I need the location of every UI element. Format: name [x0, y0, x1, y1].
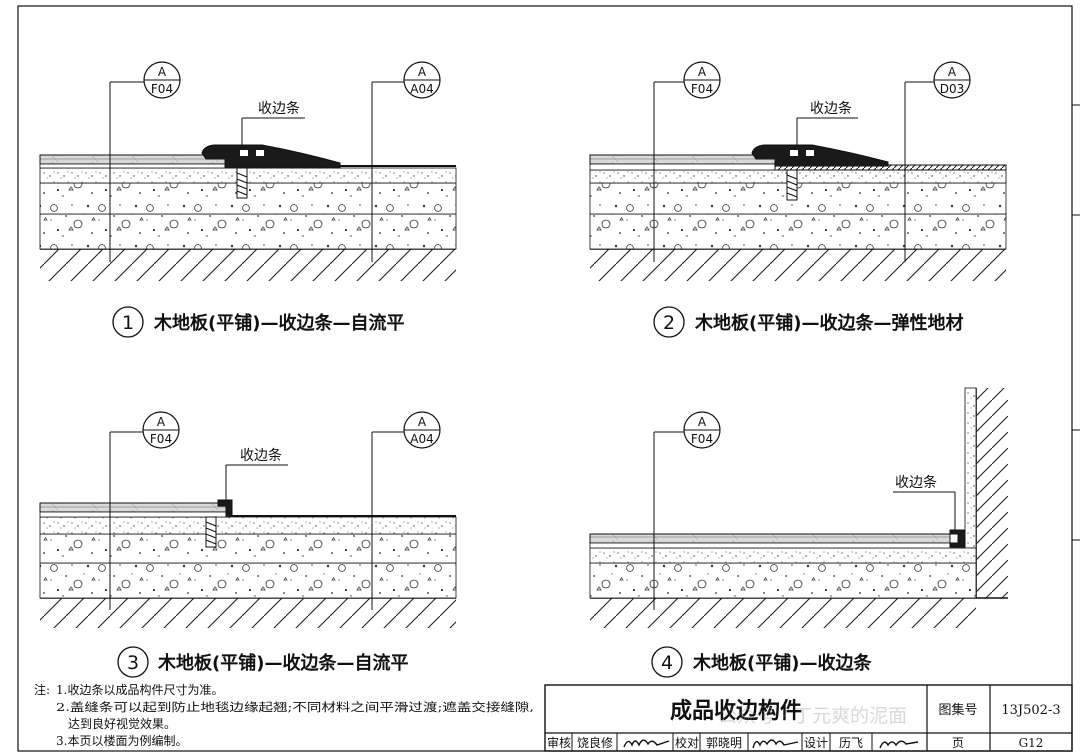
sheet-title: 成品收边构件	[670, 698, 802, 724]
slab-layer	[39, 213, 457, 250]
earth-layer	[590, 598, 976, 628]
index-bottom: F04	[151, 82, 173, 96]
review-label: 审核	[547, 735, 571, 750]
checker-signature	[752, 739, 799, 749]
detail-number: 4	[661, 652, 673, 674]
wood-floor	[589, 154, 776, 165]
detail-title: 木地板(平铺)—收边条—自流平	[153, 312, 404, 334]
watermark: 公众号 · 丁元爽的泥面	[718, 705, 907, 727]
detail-3: 收边条 A F04 A A04 3 木地板(平铺)—收边条—自流平	[39, 411, 457, 678]
sheet-border	[17, 5, 1073, 752]
callout-label: 收边条	[240, 447, 282, 464]
page-number: G12	[1019, 736, 1044, 750]
slab-layer	[39, 562, 457, 599]
index-top: A	[698, 415, 707, 429]
notes: 注: 1.收边条以成品构件尺寸为准。 2.盖缝条可以起到防止地毯边缘起翘;不同材…	[34, 682, 534, 748]
screw-thread	[205, 521, 217, 545]
detail-2: 收边条 A F04 A D03 2 木地板(平铺)—收边条—弹性地材	[589, 61, 1007, 338]
resilient-floor	[774, 164, 1007, 171]
detail-title: 木地板(平铺)—收边条—自流平	[157, 652, 408, 674]
edge-strip-slot	[256, 150, 264, 156]
reviewer-name: 饶良修	[577, 735, 613, 750]
index-bottom: F04	[150, 432, 172, 446]
underlay	[589, 163, 776, 171]
screed-layer	[39, 167, 457, 184]
index-top: A	[698, 65, 707, 79]
page-label: 页	[952, 736, 964, 750]
screed-layer	[589, 547, 977, 564]
underlay	[589, 542, 966, 549]
designer-name: 历飞	[839, 736, 863, 750]
underlay	[39, 163, 226, 169]
detail-1: 收边条 A F04 A A04 1 木地板(平铺)—收边条—自流平	[39, 61, 457, 338]
index-top: A	[158, 65, 167, 79]
detail-number: 2	[663, 312, 675, 334]
note-line: 2.盖缝条可以起到防止地毯边缘起翘;不同材料之间平滑过渡;遮盖交接缝隙,	[56, 700, 534, 714]
design-label: 设计	[804, 736, 828, 750]
wall-hatch	[976, 388, 1008, 598]
index-top: A	[418, 65, 427, 79]
title-block: 成品收边构件 公众号 · 丁元爽的泥面 图集号 13J502-3 审核 饶良修 …	[544, 684, 1073, 752]
index-top: A	[418, 415, 427, 429]
wall-plaster	[964, 387, 977, 549]
screw-thread	[786, 174, 798, 198]
earth-layer	[40, 249, 456, 281]
detail-number: 1	[122, 312, 134, 334]
note-line: 1.收边条以成品构件尺寸为准。	[56, 682, 223, 697]
screed-layer	[589, 169, 1007, 184]
edge-strip-slot	[806, 150, 814, 156]
note-line: 3.本页以楼面为例编制。	[56, 733, 187, 748]
underlay	[39, 511, 231, 518]
callout-label: 收边条	[258, 100, 300, 117]
check-label: 校对	[675, 735, 699, 750]
screw-thread	[236, 172, 248, 196]
earth-layer	[40, 598, 456, 628]
edge-strip	[201, 144, 341, 169]
notes-label: 注:	[34, 682, 50, 697]
detail-number-circle	[653, 306, 685, 338]
fill-layer	[39, 182, 457, 215]
slab-layer	[589, 213, 1007, 250]
fill-layer	[39, 533, 457, 564]
edge-strip	[751, 144, 889, 167]
wood-floor	[589, 533, 951, 544]
edge-strip	[949, 529, 966, 548]
checker-name: 郭晓明	[706, 736, 742, 750]
screed-layer	[39, 516, 457, 535]
callout-label: 收边条	[810, 100, 852, 117]
detail-number: 3	[127, 652, 139, 674]
atlas-label: 图集号	[938, 702, 977, 718]
title-block-frame	[544, 684, 1073, 752]
edge-strip	[217, 499, 233, 517]
fill-layer	[589, 182, 1007, 215]
detail-number-circle	[117, 646, 149, 678]
detail-title: 木地板(平铺)—收边条—弹性地材	[694, 312, 963, 334]
detail-number-circle	[112, 306, 144, 338]
earth-layer	[590, 249, 1006, 281]
edge-strip-slot	[240, 150, 248, 156]
index-bottom: A04	[410, 82, 433, 96]
wood-floor	[39, 154, 226, 165]
edge-strip-slot	[790, 150, 798, 156]
note-line: 达到良好视觉效果。	[68, 716, 176, 731]
index-bottom: D03	[940, 82, 965, 96]
detail-title: 木地板(平铺)—收边条	[692, 652, 872, 674]
designer-signature	[879, 740, 919, 749]
callout-label: 收边条	[895, 474, 937, 491]
wood-floor	[39, 502, 231, 513]
index-bottom: A04	[410, 432, 433, 446]
detail-4: 收边条 A F04 4 木地板(平铺)—收边条	[589, 387, 1008, 678]
index-top: A	[157, 415, 166, 429]
index-top: A	[948, 65, 957, 79]
atlas-number: 13J502-3	[1001, 703, 1060, 718]
index-bottom: F04	[691, 82, 713, 96]
slab-layer	[589, 562, 977, 599]
index-bottom: F04	[691, 432, 713, 446]
reviewer-signature	[623, 739, 670, 748]
detail-number-circle	[651, 646, 683, 678]
